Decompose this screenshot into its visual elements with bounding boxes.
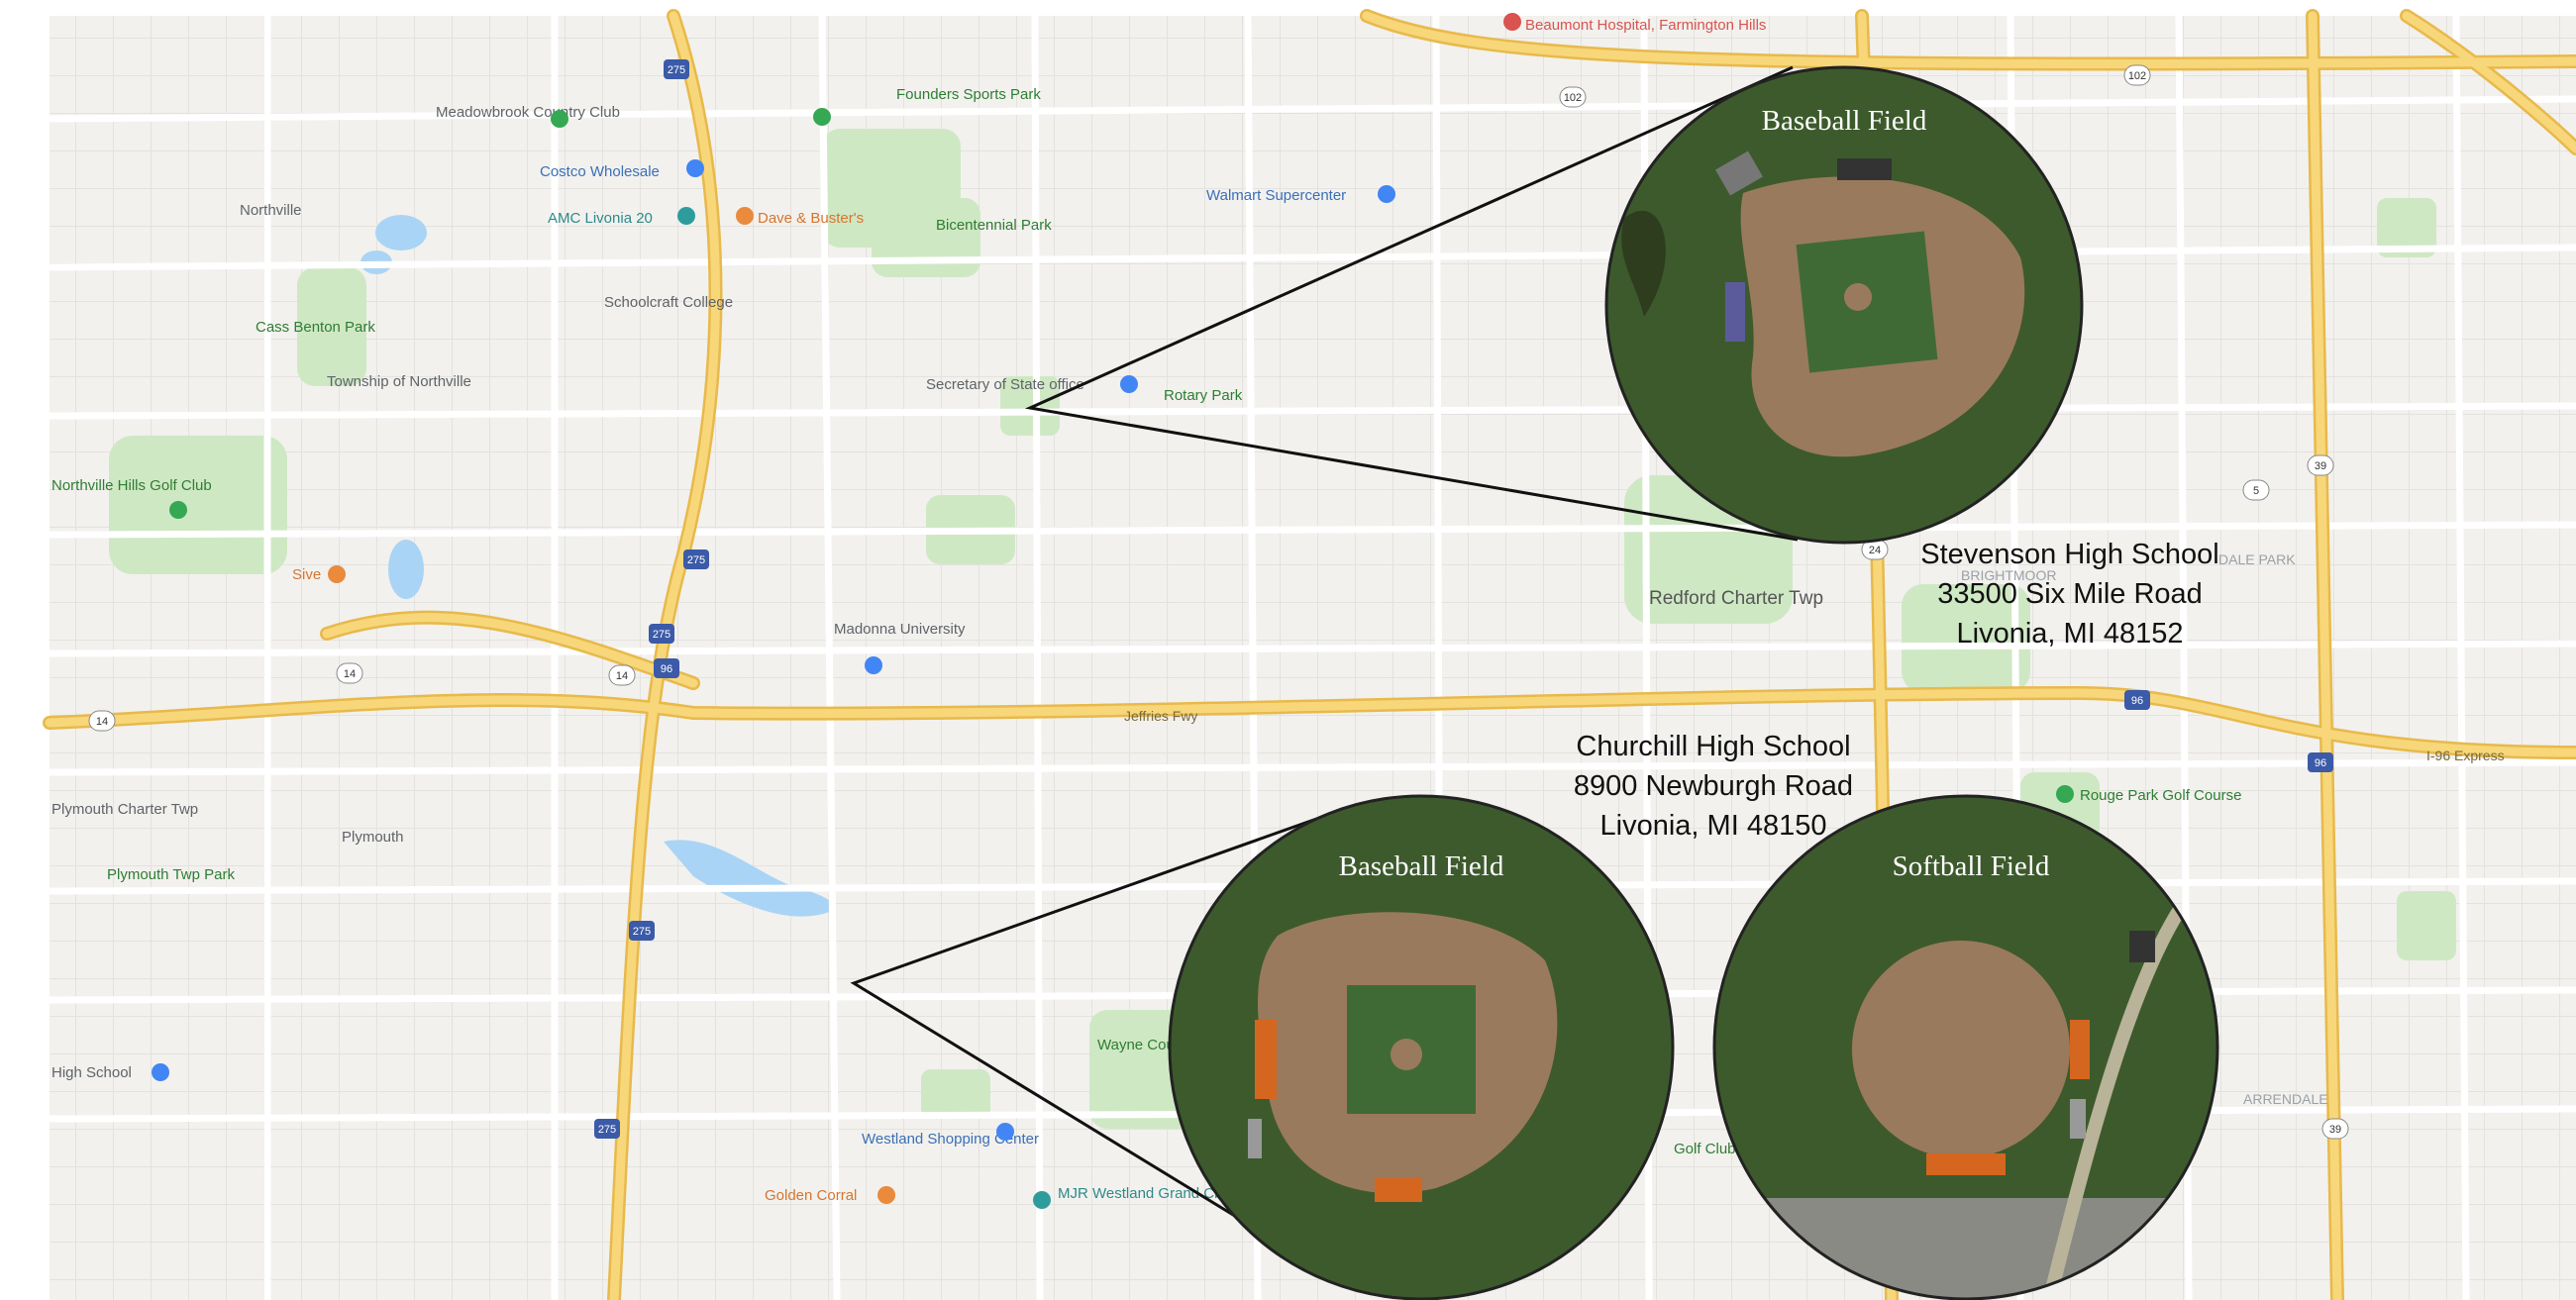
shopping-icon — [996, 1123, 1014, 1141]
golf-course-icon — [2056, 785, 2074, 803]
svg-text:275: 275 — [687, 554, 705, 566]
place-redford: Redford Charter Twp — [1649, 588, 1823, 609]
place-meadowbrook: Meadowbrook Country Club — [436, 104, 620, 121]
golf-course-icon — [551, 110, 568, 128]
place-sive: Sive — [292, 566, 321, 583]
place-westland: Westland Shopping Center — [862, 1131, 1039, 1148]
svg-text:275: 275 — [653, 629, 670, 641]
place-plymouth-twp: Plymouth Charter Twp — [52, 801, 198, 818]
golf-course-icon — [169, 501, 187, 519]
place-founders: Founders Sports Park — [896, 86, 1041, 103]
restaurant-icon — [328, 565, 346, 583]
churchill-softball-label: Softball Field — [1893, 850, 2050, 882]
cinema-icon — [1033, 1191, 1051, 1209]
government-icon — [1120, 375, 1138, 393]
svg-text:102: 102 — [1564, 92, 1582, 104]
place-cass-benton: Cass Benton Park — [256, 319, 375, 336]
place-golden-corral: Golden Corral — [765, 1187, 857, 1204]
place-plymouth: Plymouth — [342, 829, 404, 846]
highway-shields: 275 275 275 275 275 14 14 14 96 96 96 24… — [88, 59, 2349, 1140]
svg-text:39: 39 — [2329, 1124, 2341, 1136]
place-high-school: High School — [52, 1064, 132, 1081]
place-labels: Meadowbrook Country Club Costco Wholesal… — [52, 17, 2505, 1204]
svg-text:24: 24 — [1869, 545, 1881, 556]
place-schoolcraft: Schoolcraft College — [604, 294, 733, 311]
svg-text:39: 39 — [2315, 460, 2326, 472]
place-rouge-park: Rouge Park Golf Course — [2080, 787, 2241, 804]
svg-text:96: 96 — [661, 663, 672, 675]
stevenson-address-line1: 33500 Six Mile Road — [1937, 578, 2203, 610]
place-costco: Costco Wholesale — [540, 163, 660, 180]
place-walmart: Walmart Supercenter — [1206, 187, 1346, 204]
churchill-school-name: Churchill High School — [1576, 731, 1851, 762]
churchill-pointer — [850, 815, 1323, 1220]
road-i96-express: I-96 Express — [2426, 748, 2505, 763]
university-icon — [865, 656, 882, 674]
place-northville-hills: Northville Hills Golf Club — [52, 477, 212, 494]
svg-text:275: 275 — [668, 64, 685, 76]
stevenson-pointer — [1024, 65, 1799, 542]
place-amc: AMC Livonia 20 — [548, 210, 653, 227]
aerial-stevenson-baseball — [1606, 67, 2082, 543]
callout-pointers — [850, 65, 1799, 1220]
park-icon — [813, 108, 831, 126]
place-northville: Northville — [240, 202, 302, 219]
stevenson-address-line2: Livonia, MI 48152 — [1956, 618, 2184, 650]
shopping-icon — [1378, 185, 1395, 203]
stevenson-baseball-label: Baseball Field — [1762, 105, 1927, 137]
place-township-northville: Township of Northville — [327, 373, 471, 390]
cinema-icon — [677, 207, 695, 225]
place-dave: Dave & Buster's — [758, 210, 864, 227]
svg-text:5: 5 — [2253, 485, 2259, 497]
place-beaumont: Beaumont Hospital, Farmington Hills — [1525, 17, 1766, 34]
field-labels: Baseball Field Baseball Field Softball F… — [1339, 105, 2050, 882]
restaurant-icon — [877, 1186, 895, 1204]
churchill-address-line1: 8900 Newburgh Road — [1573, 770, 1854, 802]
school-icon — [152, 1063, 169, 1081]
place-sos: Secretary of State office — [926, 376, 1084, 393]
place-arrendale: ARRENDALE — [2243, 1091, 2328, 1107]
parks — [109, 129, 2456, 1129]
poi-markers — [152, 13, 2074, 1209]
svg-text:275: 275 — [598, 1124, 616, 1136]
svg-text:14: 14 — [616, 670, 628, 682]
hospital-icon — [1503, 13, 1521, 31]
aerial-churchill-baseball — [1170, 796, 1673, 1299]
svg-text:96: 96 — [2315, 757, 2326, 769]
place-golf-club: Golf Club — [1674, 1141, 1736, 1157]
svg-text:96: 96 — [2131, 695, 2143, 707]
place-plymouth-park: Plymouth Twp Park — [107, 866, 235, 883]
water-bodies — [361, 215, 834, 917]
churchill-baseball-label: Baseball Field — [1339, 850, 1504, 882]
shopping-icon — [686, 159, 704, 177]
place-rotary: Rotary Park — [1164, 387, 1243, 404]
place-dale-park: DALE PARK — [2218, 551, 2296, 567]
stevenson-address-block: Stevenson High School 33500 Six Mile Roa… — [1882, 535, 2258, 653]
churchill-address-block: Churchill High School 8900 Newburgh Road… — [1525, 727, 1902, 846]
svg-text:275: 275 — [633, 926, 651, 938]
svg-text:102: 102 — [2128, 70, 2146, 82]
svg-text:14: 14 — [96, 716, 108, 728]
restaurant-icon — [736, 207, 754, 225]
road-jeffries: Jeffries Fwy — [1124, 708, 1197, 724]
svg-text:14: 14 — [344, 668, 356, 680]
stevenson-school-name: Stevenson High School — [1920, 539, 2219, 570]
aerial-churchill-softball — [1714, 796, 2217, 1299]
place-madonna: Madonna University — [834, 621, 966, 638]
churchill-address-line2: Livonia, MI 48150 — [1599, 810, 1827, 842]
place-brightmoor: BRIGHTMOOR — [1961, 567, 2056, 583]
place-bicentennial: Bicentennial Park — [936, 217, 1052, 234]
